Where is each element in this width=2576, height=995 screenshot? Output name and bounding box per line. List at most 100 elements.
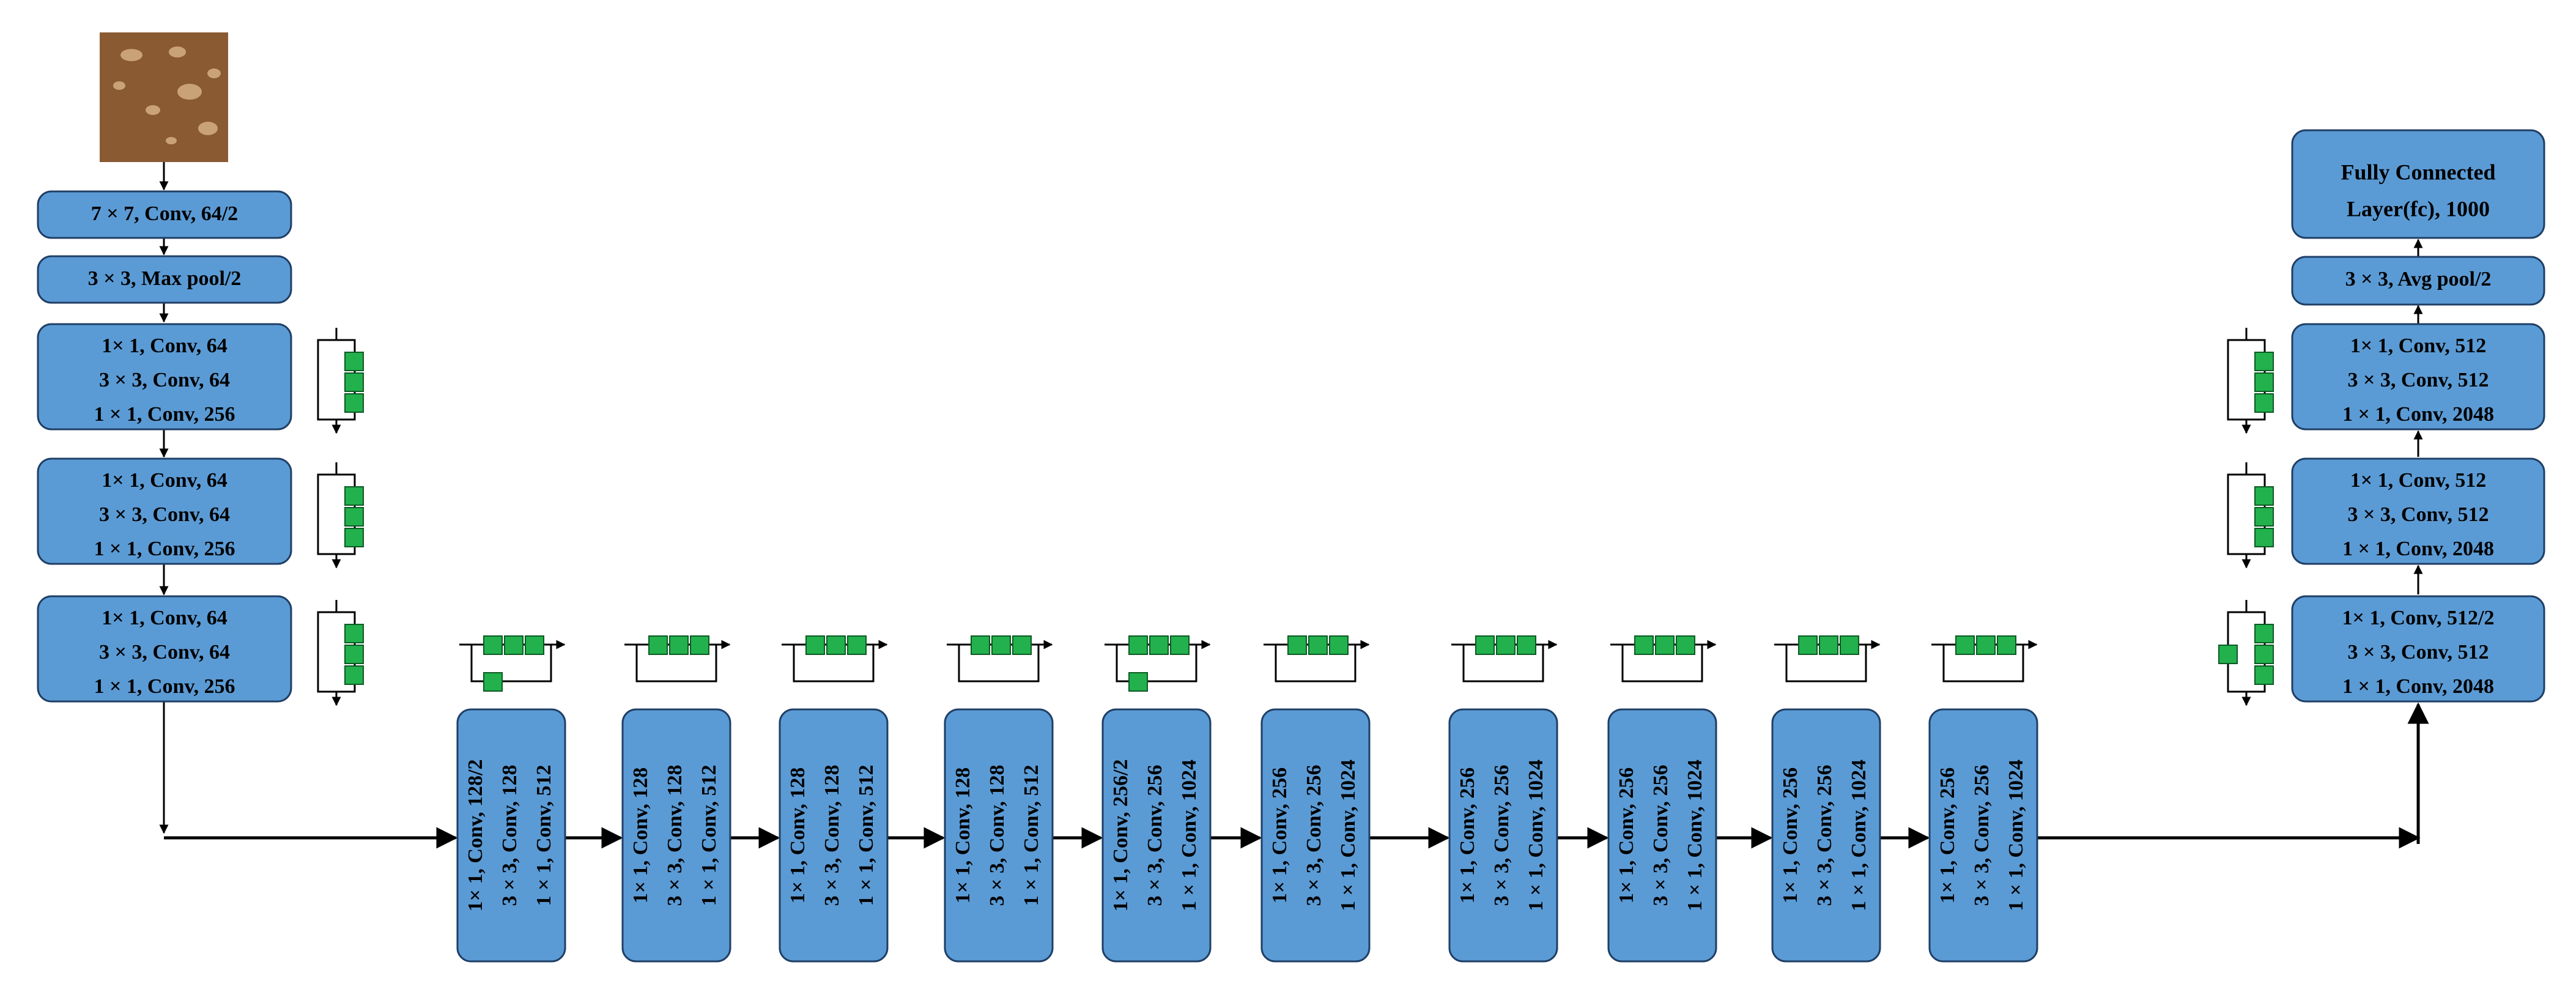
photo-spot — [113, 81, 125, 90]
stage1-block-2 — [37, 457, 292, 565]
green-square — [483, 635, 503, 655]
photo-spot — [146, 105, 160, 115]
stage1-block-3-line-2: 3 × 3, Conv, 64 — [99, 641, 230, 664]
stage4-block-3-line-2: 3 × 3, Conv, 512 — [2348, 369, 2489, 391]
middle-block-1-residual-icon — [459, 635, 566, 692]
green-square — [669, 635, 689, 655]
green-square — [971, 635, 990, 655]
green-square — [1798, 635, 1818, 655]
layer-blocks: 7 × 7, Conv, 64/23 × 3, Max pool/21× 1, … — [37, 32, 2545, 963]
green-square — [1819, 635, 1838, 655]
green-square — [1308, 635, 1328, 655]
residual-icons — [317, 328, 2274, 706]
green-square — [991, 635, 1011, 655]
green-square-projection — [1128, 672, 1148, 692]
photo-spot — [198, 122, 218, 135]
conv1-block — [37, 190, 292, 239]
middle-block-5-line-3: 1 × 1, Conv, 1024 — [1178, 760, 1201, 911]
stage1-block-3-line-3: 1 × 1, Conv, 256 — [94, 675, 235, 698]
stage4-block-3-residual-icon — [2227, 328, 2274, 434]
middle-block-1-line-3: 1 × 1, Conv, 512 — [533, 765, 555, 906]
green-square — [1475, 635, 1495, 655]
middle-block-5-line-1: 1× 1, Conv, 256/2 — [1109, 760, 1132, 912]
stage1-block-1-line-1: 1× 1, Conv, 64 — [102, 335, 227, 357]
middle-block-7-line-3: 1 × 1, Conv, 1024 — [1525, 760, 1547, 911]
middle-block-7-residual-icon — [1451, 635, 1558, 682]
middle-block-2 — [621, 708, 731, 963]
middle-block-1-line-1: 1× 1, Conv, 128/2 — [464, 760, 487, 912]
middle-block-4-residual-icon — [947, 635, 1053, 682]
middle-block-2-line-3: 1 × 1, Conv, 512 — [698, 765, 720, 906]
middle-block-9 — [1771, 708, 1881, 963]
green-square — [344, 352, 364, 371]
green-square — [2254, 507, 2274, 527]
middle-block-7 — [1448, 708, 1558, 963]
fc-block — [2291, 129, 2545, 239]
stage1-block-3 — [37, 595, 292, 703]
middle-block-2-line-2: 3 × 3, Conv, 128 — [664, 765, 686, 906]
middle-block-3-line-1: 1× 1, Conv, 128 — [786, 768, 809, 903]
middle-block-8-line-1: 1× 1, Conv, 256 — [1615, 768, 1638, 903]
green-square — [1149, 635, 1169, 655]
green-square — [2254, 393, 2274, 413]
stage4-block-2-residual-icon — [2227, 462, 2274, 569]
green-square — [344, 645, 364, 664]
green-square — [1634, 635, 1654, 655]
stage4-block-2-line-2: 3 × 3, Conv, 512 — [2348, 503, 2489, 526]
middle-block-8 — [1607, 708, 1717, 963]
green-square — [1517, 635, 1536, 655]
middle-block-4-line-2: 3 × 3, Conv, 128 — [986, 765, 1009, 906]
middle-block-4 — [944, 708, 1054, 963]
green-square — [847, 635, 867, 655]
middle-block-5-residual-icon — [1105, 635, 1211, 692]
green-square — [1655, 635, 1675, 655]
stage4-block-1-line-2: 3 × 3, Conv, 512 — [2348, 641, 2489, 664]
middle-block-4-line-3: 1 × 1, Conv, 512 — [1020, 765, 1043, 906]
green-square — [344, 507, 364, 527]
stage4-block-1-residual-icon — [2218, 600, 2274, 706]
green-square — [2254, 352, 2274, 371]
stage4-block-3-line-3: 1 × 1, Conv, 2048 — [2342, 403, 2494, 426]
middle-block-6-residual-icon — [1264, 635, 1370, 682]
green-square — [2254, 372, 2274, 392]
green-square — [344, 393, 364, 413]
middle-block-10 — [1928, 708, 2038, 963]
middle-block-4-line-1: 1× 1, Conv, 128 — [952, 768, 974, 903]
stage1-block-2-line-2: 3 × 3, Conv, 64 — [99, 503, 230, 526]
middle-block-9-line-1: 1× 1, Conv, 256 — [1779, 768, 1802, 903]
green-square — [1976, 635, 1996, 655]
stage1-block-2-line-1: 1× 1, Conv, 64 — [102, 469, 227, 492]
middle-block-3-line-3: 1 × 1, Conv, 512 — [855, 765, 878, 906]
middle-block-7-line-1: 1× 1, Conv, 256 — [1456, 768, 1479, 903]
maxpool-block — [37, 255, 292, 304]
stage4-block-2-line-1: 1× 1, Conv, 512 — [2350, 469, 2486, 492]
stage4-block-2 — [2291, 457, 2545, 565]
middle-block-1 — [456, 708, 566, 963]
stage1-residual-icon-2 — [317, 462, 364, 569]
green-square — [504, 635, 524, 655]
middle-block-10-line-2: 3 × 3, Conv, 256 — [1971, 765, 1993, 906]
green-square — [1287, 635, 1307, 655]
middle-block-1-line-2: 3 × 3, Conv, 128 — [498, 765, 521, 906]
stage1-block-1-line-2: 3 × 3, Conv, 64 — [99, 369, 230, 391]
middle-block-5 — [1101, 708, 1212, 963]
green-square — [826, 635, 846, 655]
connection-lines — [159, 162, 2429, 849]
green-square — [1997, 635, 2016, 655]
green-square — [1840, 635, 1859, 655]
middle-block-10-line-3: 1 × 1, Conv, 1024 — [2005, 760, 2027, 911]
green-square — [2254, 665, 2274, 685]
middle-block-9-line-3: 1 × 1, Conv, 1024 — [1848, 760, 1870, 911]
stage4-block-1-line-3: 1 × 1, Conv, 2048 — [2342, 675, 2494, 698]
stage4-block-1-line-1: 1× 1, Conv, 512/2 — [2342, 607, 2495, 629]
middle-block-5-line-2: 3 × 3, Conv, 256 — [1144, 765, 1166, 906]
middle-block-10-residual-icon — [1931, 635, 2038, 682]
stage4-block-1 — [2291, 595, 2545, 703]
green-square — [1128, 635, 1148, 655]
middle-block-3-residual-icon — [782, 635, 888, 682]
green-square — [690, 635, 709, 655]
green-square — [648, 635, 668, 655]
green-square-projection — [2218, 645, 2238, 664]
green-square — [344, 372, 364, 392]
